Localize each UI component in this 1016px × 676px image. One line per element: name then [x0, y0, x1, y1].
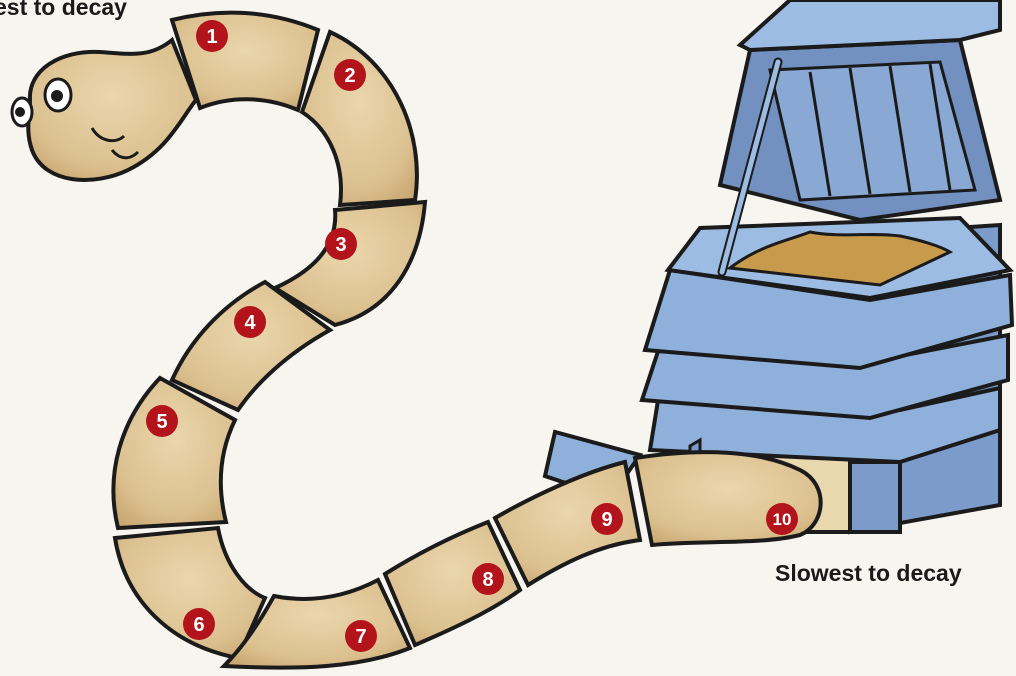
worm-segment-1 [169, 10, 321, 113]
worm-segment-4 [169, 279, 334, 413]
worm-segment-8 [382, 519, 523, 648]
badge-6: 6 [183, 608, 215, 640]
badge-9: 9 [591, 503, 623, 535]
svg-text:1: 1 [206, 26, 217, 48]
badge-2: 2 [334, 59, 366, 91]
svg-text:8: 8 [482, 569, 493, 591]
svg-text:2: 2 [344, 65, 355, 87]
svg-text:10: 10 [773, 510, 792, 529]
svg-text:7: 7 [355, 626, 366, 648]
badge-10: 10 [766, 503, 798, 535]
badge-5: 5 [146, 405, 178, 437]
svg-text:4: 4 [244, 312, 256, 334]
badge-8: 8 [472, 563, 504, 595]
compost-bin-icon [542, 0, 1015, 535]
worm-segment-5 [111, 375, 238, 531]
svg-text:6: 6 [193, 614, 204, 636]
worm-segment-6 [112, 525, 268, 661]
svg-text:5: 5 [156, 411, 167, 433]
svg-text:9: 9 [601, 509, 612, 531]
badge-7: 7 [345, 620, 377, 652]
worm-segment-9 [492, 459, 643, 588]
badge-3: 3 [325, 228, 357, 260]
worm-segment-2 [299, 29, 419, 208]
worm-segment-10 [632, 450, 823, 548]
badge-4: 4 [234, 306, 266, 338]
slowest-to-decay-label: Slowest to decay [775, 560, 962, 586]
fastest-to-decay-label: est to decay [0, 0, 127, 20]
badge-1: 1 [196, 20, 228, 52]
svg-text:3: 3 [335, 234, 346, 256]
